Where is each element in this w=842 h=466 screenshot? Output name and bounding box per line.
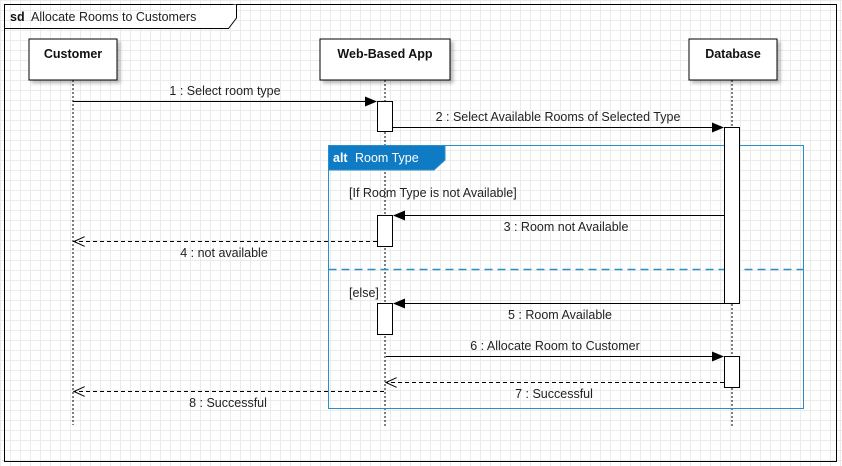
alt-fragment-tab: [328, 145, 446, 171]
guard-else: [else]: [349, 286, 379, 300]
alt-operator: alt: [333, 151, 348, 165]
message-4[interactable]: 4 : not available: [74, 242, 377, 261]
message-3[interactable]: 3 : Room not Available: [393, 210, 724, 235]
lifeline-head-customer[interactable]: Customer: [28, 38, 118, 81]
activation-app-3: [377, 303, 393, 335]
activation-db-2: [724, 356, 740, 388]
guard-not-available: [If Room Type is not Available]: [349, 186, 517, 200]
message-6[interactable]: 6 : Allocate Room to Customer: [386, 339, 724, 362]
alt-fragment: [328, 145, 804, 409]
lifeline-head-app[interactable]: Web-Based App: [319, 38, 451, 81]
message-5[interactable]: 5 : Room Available: [393, 298, 724, 323]
message-5-label: 5 : Room Available: [508, 308, 612, 322]
message-3-label: 3 : Room not Available: [504, 220, 629, 234]
alt-name: Room Type: [355, 151, 419, 165]
lifeline-label-db: Database: [705, 47, 761, 61]
message-1[interactable]: 1 : Select room type: [73, 84, 377, 107]
message-2[interactable]: 2 : Select Available Rooms of Selected T…: [393, 110, 724, 133]
message-6-label: 6 : Allocate Room to Customer: [470, 339, 640, 353]
activation-app-2: [377, 215, 393, 247]
message-8[interactable]: 8 : Successful: [74, 392, 384, 411]
frame-keyword: sd: [10, 10, 25, 24]
frame-tab: [4, 4, 237, 29]
activation-app-1: [377, 101, 393, 132]
message-7-label: 7 : Successful: [515, 387, 593, 401]
frame-border: [4, 4, 837, 462]
lifeline-head-db[interactable]: Database: [688, 38, 778, 81]
lifeline-label-app: Web-Based App: [337, 47, 433, 61]
activation-db-1: [724, 127, 740, 304]
message-2-label: 2 : Select Available Rooms of Selected T…: [436, 110, 681, 124]
message-1-label: 1 : Select room type: [169, 84, 280, 98]
message-4-label: 4 : not available: [180, 246, 268, 260]
message-7[interactable]: 7 : Successful: [386, 383, 724, 402]
message-8-label: 8 : Successful: [189, 396, 267, 410]
frame-title: Allocate Rooms to Customers: [31, 10, 196, 24]
lifeline-label-customer: Customer: [44, 47, 102, 61]
